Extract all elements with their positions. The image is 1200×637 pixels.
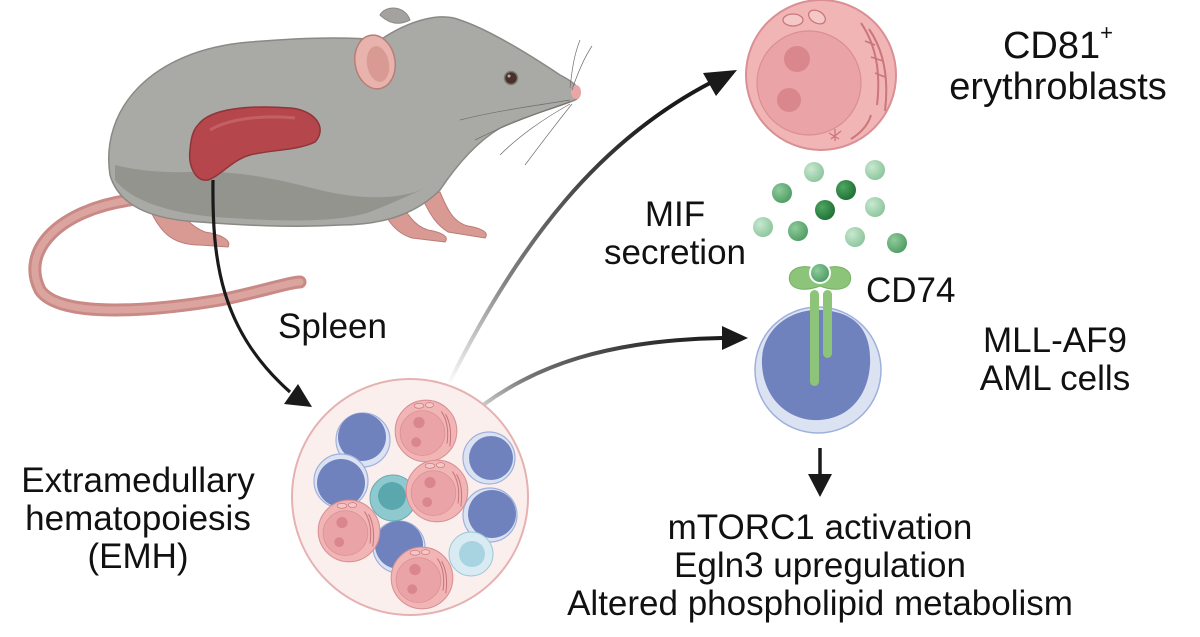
aml-cell [313, 453, 369, 509]
mouse-icon [28, 7, 593, 317]
erythroblast-cell [405, 459, 469, 523]
progenitor-cell [448, 531, 494, 577]
arrow-emh-to-aml [458, 336, 723, 426]
cd74-label: CD74 [866, 271, 956, 310]
outcome-line1: mTORC1 activation [667, 508, 973, 547]
mif-particle [815, 200, 835, 220]
erythroblasts-marker: CD81 [1002, 25, 1101, 67]
mif-bound-particle [811, 264, 829, 282]
mif-particle [845, 227, 865, 247]
arrow-emh-to-erythroblast [446, 80, 713, 386]
mif-particle [836, 180, 856, 200]
mif-particle [804, 162, 824, 182]
aml-cells-label: MLL-AF9 AML cells [960, 322, 1150, 398]
emh-cell-cluster-icon [291, 378, 529, 616]
mif-particle [753, 217, 773, 237]
erythroblast-cell [317, 499, 381, 563]
mif-particle [865, 160, 885, 180]
aml-cell [462, 487, 518, 543]
erythroblast-cell [390, 546, 454, 610]
mif-particle [865, 197, 885, 217]
erythroblast-cell-icon [745, 0, 897, 151]
myeloid-cell [369, 474, 417, 522]
aml-label-line1: MLL-AF9 [983, 321, 1127, 360]
emh-label-line2: hematopoiesis [25, 498, 251, 538]
emh-label-line3: (EMH) [87, 536, 189, 576]
mouse-whiskers [459, 39, 593, 166]
cd74-receptor-icon [788, 262, 852, 386]
erythroblasts-marker-sup: + [1100, 20, 1113, 45]
outcome-line2: Egln3 upregulation [674, 545, 966, 585]
erythroblasts-label-line1: CD81+ [916, 22, 1200, 67]
mif-particle [887, 233, 907, 253]
arrow-head-emh-to-aml [722, 326, 748, 350]
mif-label-line1: MIF [644, 195, 706, 234]
mif-protein-particles-icon [753, 160, 907, 253]
aml-cell [462, 431, 516, 485]
mouse-nose [571, 85, 581, 99]
emh-label-line1: Extramedullary [21, 461, 255, 500]
erythroblast-cell [394, 399, 458, 463]
mif-particle [788, 221, 808, 241]
arrow-head-spleen-to-emh [284, 384, 312, 407]
aml-cell [335, 412, 391, 468]
aml-label-line2: AML cells [979, 358, 1131, 398]
mif-particle [772, 183, 792, 203]
mif-label-line2: secretion [603, 232, 747, 272]
spleen-label: Spleen [278, 307, 387, 346]
mouse-ear-back [379, 7, 411, 24]
emh-label: Extramedullary hematopoiesis (EMH) [0, 462, 276, 575]
arrow-head-aml-to-outcome [808, 474, 832, 497]
mif-secretion-label: MIF secretion [580, 196, 770, 272]
outcome-line3: Altered phospholipid metabolism [567, 583, 1073, 623]
erythroblasts-label-line2: erythroblasts [949, 66, 1167, 109]
outcome-label: mTORC1 activation Egln3 upregulation Alt… [500, 509, 1140, 622]
mouse-eye [503, 70, 519, 86]
erythroblasts-label: CD81+ erythroblasts [916, 22, 1200, 109]
arrow-head-emh-to-erythroblast [703, 70, 737, 96]
arrow-spleen-to-emh [211, 179, 292, 394]
